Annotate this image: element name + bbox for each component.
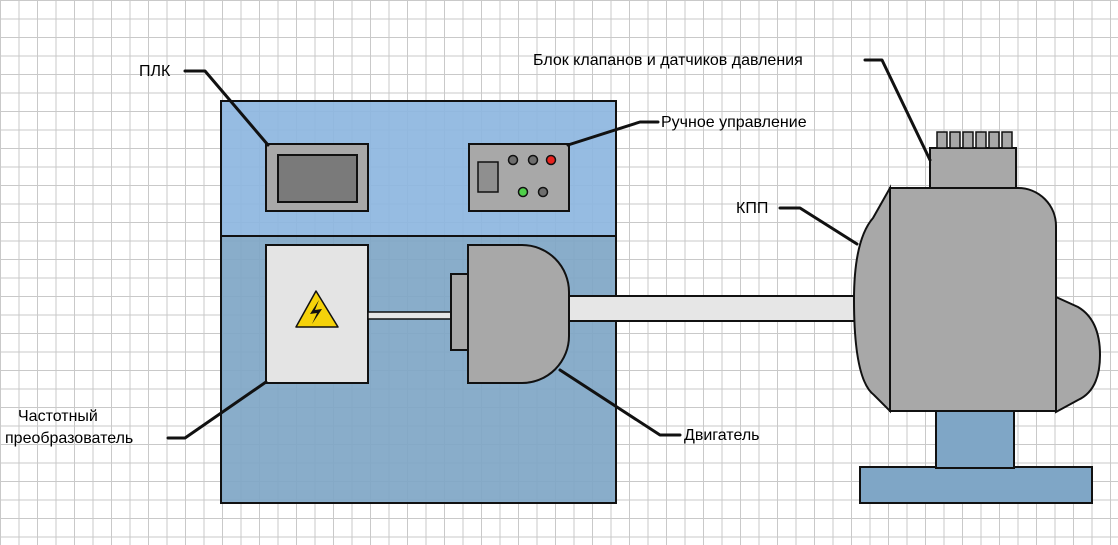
label-gearbox: КПП <box>736 200 769 217</box>
label-valve-block: Блок клапанов и датчиков давления <box>533 52 803 69</box>
valve-connector <box>936 131 948 149</box>
valve-block <box>929 131 1017 189</box>
label-frequency-converter-line1: Частотный <box>18 408 98 425</box>
label-manual-control: Ручное управление <box>661 114 807 131</box>
gearbox-stand <box>859 409 1093 504</box>
indicator-lamp-red <box>545 154 557 166</box>
leader-line-motor <box>558 368 682 437</box>
leader-line-manual <box>566 120 660 147</box>
manual-switch <box>477 161 499 193</box>
plc-display <box>277 154 358 203</box>
drive-shaft <box>568 295 856 322</box>
frequency-converter <box>265 244 369 384</box>
leader-line-valves <box>863 58 932 162</box>
valve-connector <box>962 131 974 149</box>
label-motor: Двигатель <box>684 427 760 444</box>
indicator-lamp <box>537 186 549 198</box>
plc-unit <box>265 143 369 212</box>
internal-link <box>367 311 453 320</box>
leader-line-gearbox <box>778 206 859 246</box>
gearbox <box>852 184 1102 414</box>
label-plc: ПЛК <box>139 63 171 80</box>
indicator-lamp-green <box>517 186 529 198</box>
label-frequency-converter-line2: преобразователь <box>5 430 134 447</box>
motor <box>450 244 570 384</box>
leader-lines <box>166 58 932 440</box>
indicator-lamp <box>527 154 539 166</box>
indicator-lamp <box>507 154 519 166</box>
leader-line-vfd <box>166 380 268 440</box>
valve-connector <box>949 131 961 149</box>
valve-connector <box>975 131 987 149</box>
motor-flange <box>450 273 470 351</box>
leader-line-plc <box>183 69 270 147</box>
valve-connector <box>1001 131 1013 149</box>
high-voltage-warning-icon <box>295 290 339 328</box>
valve-connector <box>988 131 1000 149</box>
manual-control-panel <box>468 143 570 212</box>
